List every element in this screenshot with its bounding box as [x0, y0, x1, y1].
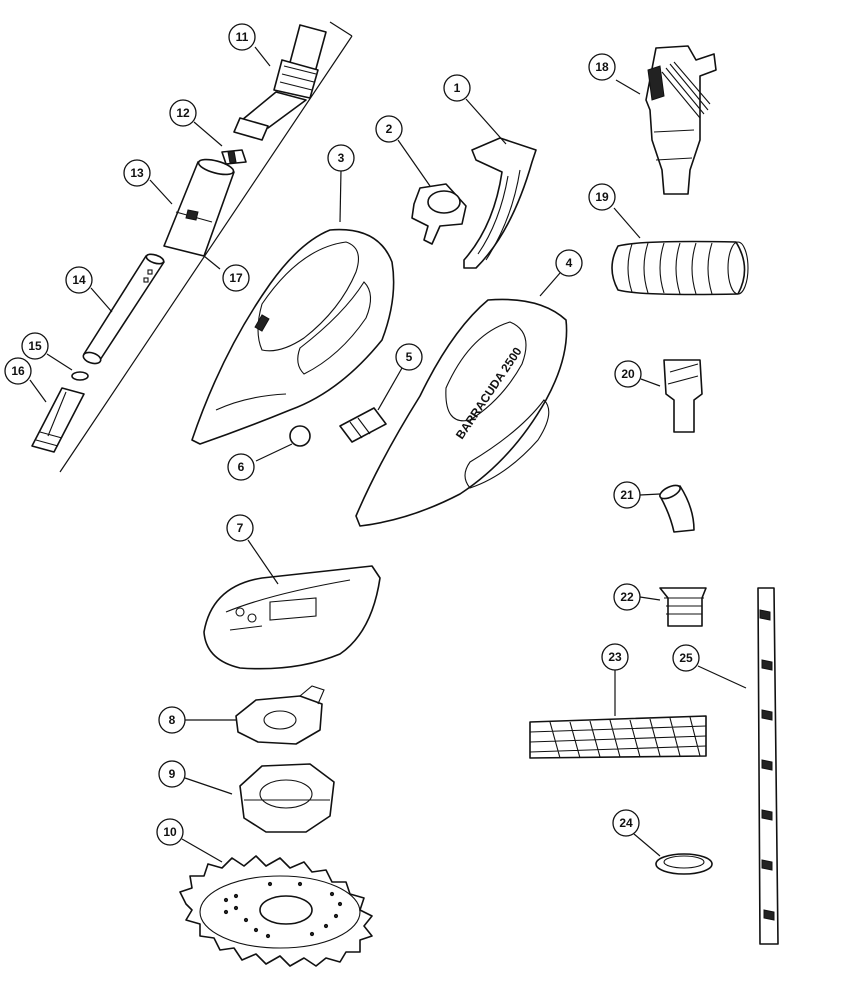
callout-17: 17	[222, 264, 250, 292]
callout-15: 15	[21, 332, 49, 360]
callout-label: 2	[386, 122, 393, 136]
callout-1: 1	[443, 74, 471, 102]
callout-5: 5	[395, 343, 423, 371]
callout-11: 11	[228, 23, 256, 51]
callout-label: 15	[28, 339, 42, 353]
callout-label: 1	[454, 81, 461, 95]
part-14-hose-section	[82, 253, 165, 365]
part-2-diaphragm	[411, 183, 467, 245]
part-9-foot-pad-ring	[239, 763, 335, 833]
callout-label: 14	[72, 273, 86, 287]
callout-9: 9	[158, 760, 186, 788]
callout-label: 9	[169, 767, 176, 781]
callout-label: 16	[11, 364, 25, 378]
callout-label: 19	[595, 190, 609, 204]
callout-10: 10	[156, 818, 184, 846]
part-24-o-ring	[655, 853, 713, 875]
callout-label: 23	[608, 650, 622, 664]
callout-label: 21	[620, 488, 634, 502]
callout-19: 19	[588, 183, 616, 211]
leader-lines	[29, 46, 747, 863]
callout-label: 22	[620, 590, 634, 604]
callout-label: 6	[238, 460, 245, 474]
part-3-body-half	[191, 228, 395, 445]
part-4-body-half: BARRACUDA 2500	[355, 298, 568, 527]
callout-label: 10	[163, 825, 177, 839]
part-5-valve	[339, 407, 387, 443]
callout-label: 20	[621, 367, 635, 381]
callout-12: 12	[169, 99, 197, 127]
callout-label: 17	[229, 271, 243, 285]
part-23-leaf-mesh	[529, 715, 707, 759]
callout-25: 25	[672, 644, 700, 672]
callout-24: 24	[612, 809, 640, 837]
callout-label: 8	[169, 713, 176, 727]
callout-label: 7	[237, 521, 244, 535]
callout-16: 16	[4, 357, 32, 385]
callout-13: 13	[123, 159, 151, 187]
callout-14: 14	[65, 266, 93, 294]
callout-7: 7	[226, 514, 254, 542]
callout-label: 24	[619, 816, 633, 830]
callout-4: 4	[555, 249, 583, 277]
callout-2: 2	[375, 115, 403, 143]
callout-label: 11	[236, 30, 249, 44]
callout-22: 22	[613, 583, 641, 611]
part-1-pressure-ring	[463, 137, 537, 269]
callout-label: 3	[338, 151, 345, 165]
callout-label: 25	[679, 651, 693, 665]
part-10-disc	[179, 855, 373, 967]
callout-21: 21	[613, 481, 641, 509]
callout-18: 18	[588, 53, 616, 81]
part-18-regulator-valve	[645, 45, 717, 195]
part-15-o-ring	[71, 371, 89, 381]
part-7-base	[203, 565, 381, 670]
part-21-elbow	[659, 484, 695, 533]
part-11-swivel-hose	[233, 24, 327, 141]
part-6-ball	[289, 425, 311, 447]
part-13-hose-weight	[163, 158, 235, 257]
callout-3: 3	[327, 144, 355, 172]
part-20-hose-adapter	[663, 359, 703, 433]
callout-6: 6	[227, 453, 255, 481]
callout-20: 20	[614, 360, 642, 388]
part-22-connector	[659, 587, 707, 627]
callout-23: 23	[601, 643, 629, 671]
callout-label: 13	[130, 166, 144, 180]
part-16-cuff	[31, 387, 85, 453]
part-8-seal-plate	[235, 685, 325, 745]
part-12-clip	[221, 149, 247, 165]
callout-8: 8	[158, 706, 186, 734]
disc-holes	[223, 881, 343, 939]
callout-label: 4	[566, 256, 573, 270]
hose-assembly-bracket	[59, 21, 353, 473]
callout-label: 5	[406, 350, 413, 364]
callout-label: 18	[595, 60, 609, 74]
part-19-flex-hose	[611, 240, 749, 296]
part-25-hose-section	[757, 587, 779, 945]
callout-label: 12	[176, 106, 190, 120]
